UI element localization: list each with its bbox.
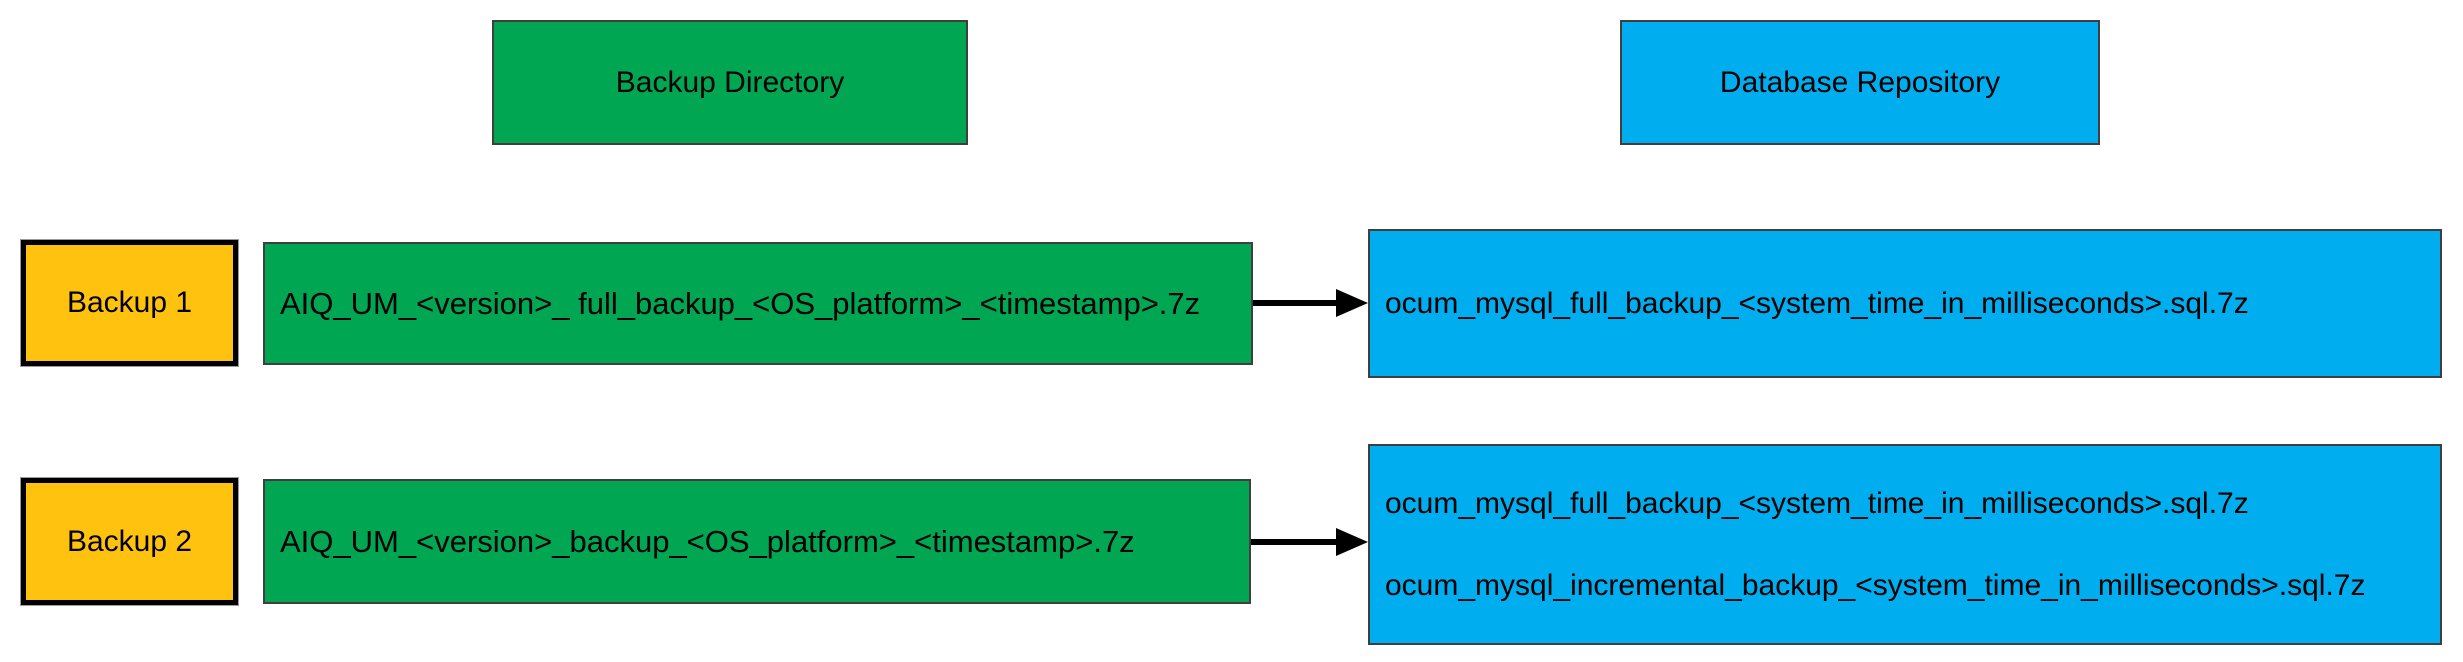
backup2-repo-file-full: ocum_mysql_full_backup_<system_time_in_m… [1385,486,2249,520]
backup2-label-box: Backup 2 [20,477,239,606]
backup2-label: Backup 2 [66,524,193,558]
backup2-repo-file-incremental: ocum_mysql_incremental_backup_<system_ti… [1385,568,2366,602]
backup2-file-name: AIQ_UM_<version>_backup_<OS_platform>_<t… [280,523,1135,559]
arrow-shaft [1253,300,1336,306]
database-repository-header-label: Database Repository [1719,65,2001,99]
arrow-head [1336,528,1368,556]
backup1-label: Backup 1 [66,286,193,319]
backup-directory-header-label: Backup Directory [615,65,845,99]
arrow-right-icon [1253,289,1368,317]
arrow-head [1336,289,1368,317]
backup2-file-box: AIQ_UM_<version>_backup_<OS_platform>_<t… [263,479,1251,604]
backup1-repo-file: ocum_mysql_full_backup_<system_time_in_m… [1385,286,2249,320]
backup-directory-header: Backup Directory [492,20,968,145]
backup1-file-name: AIQ_UM_<version>_ full_backup_<OS_platfo… [280,285,1201,321]
backup1-label-box: Backup 1 [20,239,239,367]
arrow-shaft [1251,539,1336,545]
backup1-file-box: AIQ_UM_<version>_ full_backup_<OS_platfo… [263,242,1253,365]
backup1-repository-box: ocum_mysql_full_backup_<system_time_in_m… [1368,229,2442,378]
backup2-repository-box: ocum_mysql_full_backup_<system_time_in_m… [1368,444,2442,645]
database-repository-header: Database Repository [1620,20,2100,145]
arrow-right-icon [1251,528,1368,556]
